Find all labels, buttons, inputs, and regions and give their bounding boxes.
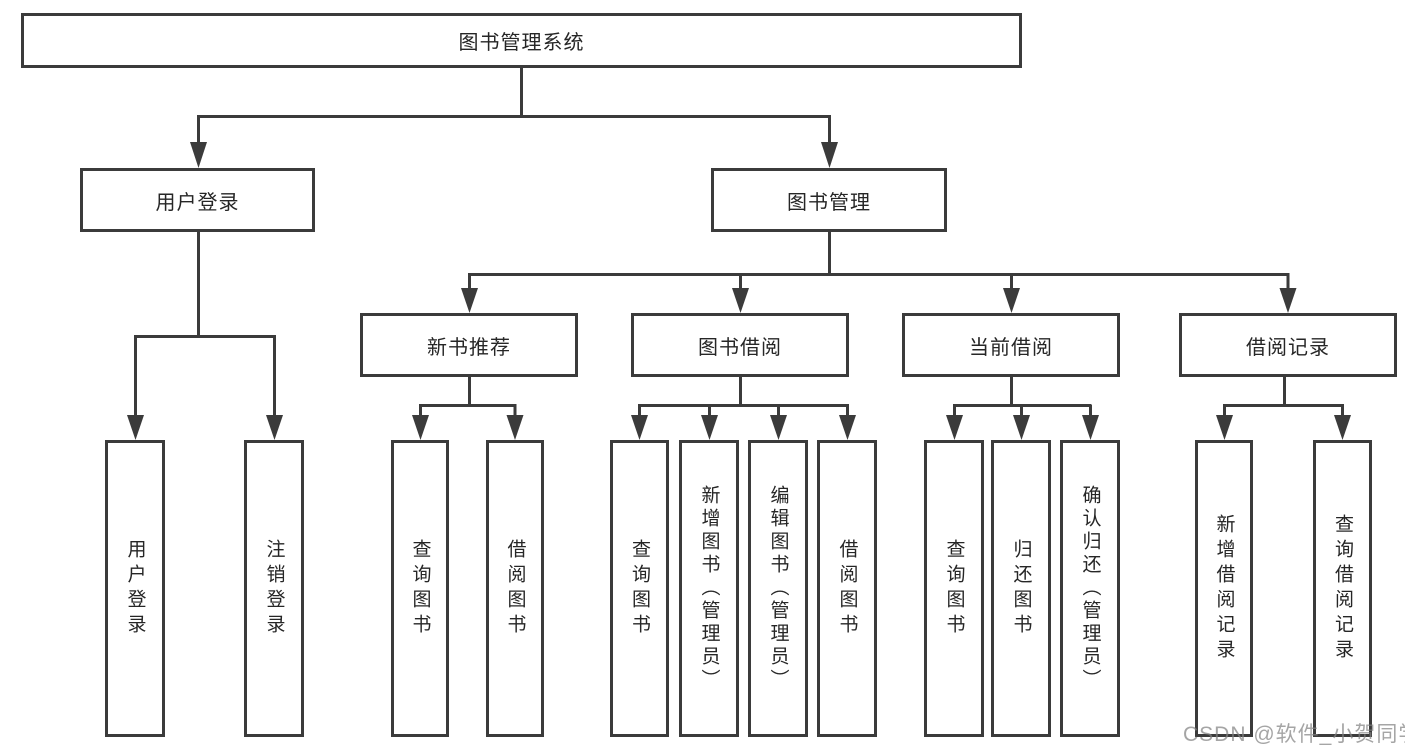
leaf-edit-book-admin: 编辑图书（管理员） [748,440,808,737]
node-library-management-system: 图书管理系统 [21,13,1022,68]
leaf-label: 借阅图书 [504,538,526,639]
leaf-label: 查询借阅记录 [1332,513,1353,664]
leaf-label: 借阅图书 [836,538,858,639]
leaf-query-books-current: 查询图书 [924,440,984,737]
leaf-label: 查询图书 [409,538,431,639]
leaf-query-borrowing-record: 查询借阅记录 [1313,440,1372,737]
csdn-watermark: CSDN @软件_小贺同学 [1183,723,1405,746]
leaf-label: 归还图书 [1010,538,1032,639]
leaf-query-books-borrow: 查询图书 [610,440,669,737]
node-label: 新书推荐 [427,336,511,359]
node-label: 图书管理 [787,191,871,214]
node-label: 当前借阅 [969,336,1053,359]
leaf-user-login: 用户登录 [105,440,165,737]
node-new-book-recommendation: 新书推荐 [360,313,578,377]
node-borrowing-records: 借阅记录 [1179,313,1397,377]
leaf-logout: 注销登录 [244,440,304,737]
node-label: 图书管理系统 [458,32,585,54]
arrowheads [127,142,1351,440]
node-book-borrowing: 图书借阅 [631,313,849,377]
leaf-return-books: 归还图书 [991,440,1051,737]
node-label: 用户登录 [155,191,240,214]
leaf-borrow-books-borrow: 借阅图书 [817,440,877,737]
leaf-label: 编辑图书（管理员） [767,485,789,692]
leaf-label: 确认归还（管理员） [1079,485,1101,692]
node-current-borrowing: 当前借阅 [902,313,1120,377]
leaf-label: 注销登录 [263,538,285,639]
node-user-login: 用户登录 [80,168,315,232]
node-book-management: 图书管理 [711,168,947,232]
leaf-label: 用户登录 [124,538,146,639]
leaf-borrow-books-new: 借阅图书 [486,440,544,737]
leaf-label: 新增图书（管理员） [698,485,720,692]
node-label: 借阅记录 [1246,336,1330,359]
leaf-add-book-admin: 新增图书（管理员） [679,440,739,737]
node-label: 图书借阅 [698,336,782,359]
leaf-label: 新增借阅记录 [1213,513,1235,664]
leaf-label: 查询图书 [629,538,650,639]
leaf-label: 查询图书 [943,538,965,639]
leaf-confirm-return-admin: 确认归还（管理员） [1060,440,1120,737]
leaf-add-borrowing-record: 新增借阅记录 [1195,440,1253,737]
leaf-query-books-new: 查询图书 [391,440,449,737]
